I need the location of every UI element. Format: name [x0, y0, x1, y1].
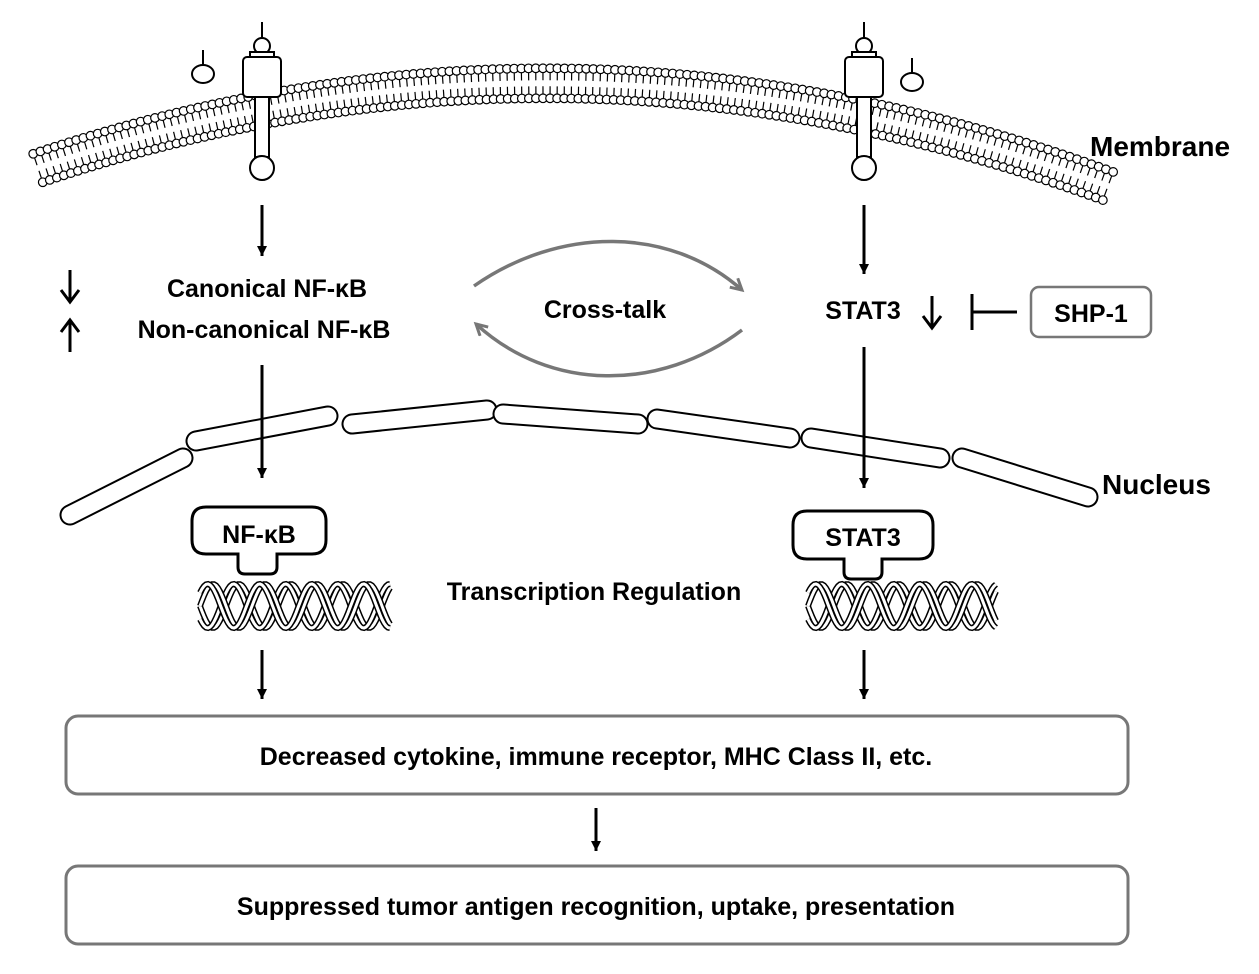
- nfkb-factor-label: NF-κB: [222, 521, 296, 549]
- outcome-text-2: Suppressed tumor antigen recognition, up…: [237, 893, 955, 921]
- nuclear-envelope: [59, 399, 1099, 526]
- crosstalk-arrow-back: [476, 324, 744, 378]
- ligand-right: [900, 58, 924, 92]
- trend-arrow-down-canonical: [59, 270, 81, 305]
- nucleus-label: Nucleus: [1102, 469, 1211, 500]
- stat3-label: STAT3: [825, 297, 900, 325]
- trend-arrow-up-noncanonical: [59, 317, 81, 352]
- trend-arrow-down-stat3: [921, 296, 943, 331]
- ligand-left: [191, 50, 215, 84]
- stat3-factor-label: STAT3: [825, 524, 900, 552]
- membrane-label: Membrane: [1090, 131, 1230, 162]
- receptor-right: [844, 22, 884, 181]
- noncanonical-nfkb-label: Non-canonical NF-κB: [138, 316, 391, 344]
- shp1-box: [1029, 285, 1153, 339]
- transcription-label: Transcription Regulation: [447, 578, 741, 606]
- outcome-box-1: [64, 714, 1130, 796]
- dna-helix-right: [805, 580, 999, 632]
- outcome-text-1: Decreased cytokine, immune receptor, MHC…: [260, 743, 933, 771]
- membrane-bilayer: [28, 63, 1119, 205]
- outcome-box-2: [64, 864, 1130, 946]
- canonical-nfkb-label: Canonical NF-κB: [167, 275, 367, 303]
- dna-helix-left: [197, 580, 393, 632]
- nfkb-factor-box: [190, 505, 328, 576]
- inhibition-symbol: [970, 294, 1017, 330]
- crosstalk-arrow-forward: [472, 239, 742, 290]
- shp1-label: SHP-1: [1054, 300, 1128, 328]
- stat3-factor-box: [791, 509, 935, 581]
- crosstalk-label: Cross-talk: [544, 296, 666, 324]
- receptor-left: [242, 22, 282, 181]
